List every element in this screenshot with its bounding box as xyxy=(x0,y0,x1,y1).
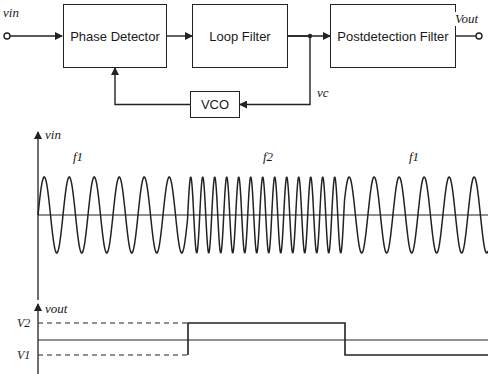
level-label: V1 xyxy=(16,348,31,362)
vin-axis xyxy=(37,132,38,300)
signal-name: vc xyxy=(316,86,330,100)
fsk-waveform xyxy=(38,177,488,253)
v2-level xyxy=(38,322,188,323)
output-terminal xyxy=(476,33,482,39)
loop-filter-box: Loop Filter xyxy=(192,4,288,68)
frequency-label: f2 xyxy=(262,150,274,164)
input-wire xyxy=(10,35,62,36)
block-label: Loop Filter xyxy=(205,27,274,46)
postdetection-filter-box: Postdetection Filter xyxy=(330,4,456,68)
block-label: Postdetection Filter xyxy=(333,27,452,46)
time-axis xyxy=(38,339,488,340)
signal-name: vin xyxy=(2,6,20,20)
signal-connector xyxy=(115,68,190,105)
axis-label: vin xyxy=(44,128,62,142)
phase-detector-box: Phase Detector xyxy=(63,4,167,68)
frequency-label: f1 xyxy=(72,150,84,164)
input-terminal xyxy=(4,33,10,39)
v1-level xyxy=(38,354,188,355)
output-pulse xyxy=(188,323,488,355)
block-label: VCO xyxy=(197,95,233,114)
vout-axis xyxy=(37,304,38,374)
time-axis xyxy=(38,214,488,215)
frequency-label: f1 xyxy=(408,150,420,164)
axis-label: vout xyxy=(44,302,68,316)
vco-box: VCO xyxy=(190,91,240,118)
block-label: Phase Detector xyxy=(66,27,164,46)
signal-connector xyxy=(167,35,192,36)
junction-dot xyxy=(308,34,312,38)
level-label: V2 xyxy=(16,316,31,330)
signal-name: Vout xyxy=(454,12,479,26)
